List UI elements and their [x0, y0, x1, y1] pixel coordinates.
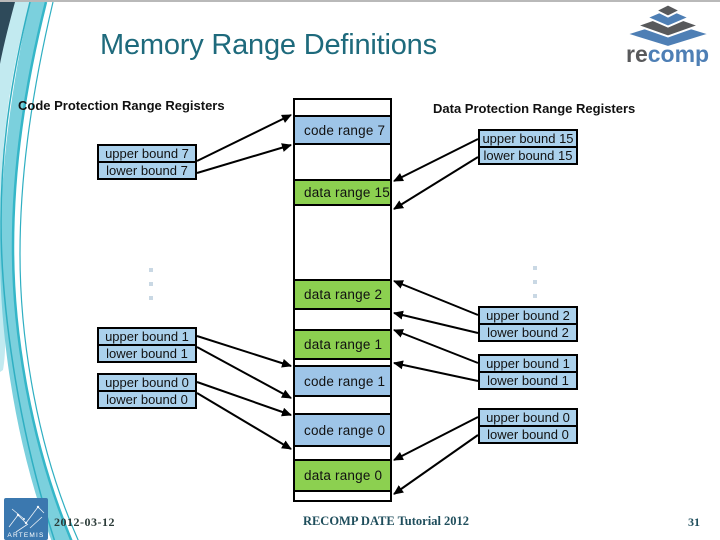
- lower-bound-cell: lower bound 1: [97, 344, 197, 363]
- data-registers-heading: Data Protection Range Registers: [433, 101, 636, 116]
- lower-bound-cell: lower bound 0: [97, 390, 197, 409]
- artemis-label: ARTEMIS: [7, 532, 44, 539]
- brand-re: re: [626, 41, 648, 66]
- memory-row-data-range-0: data range 0: [295, 459, 390, 492]
- memory-gap: [295, 447, 390, 459]
- code-register-1: upper bound 1 lower bound 1: [97, 327, 197, 363]
- recomp-logo: recomp: [622, 4, 714, 66]
- memory-row-data-range-15: data range 15: [295, 179, 390, 206]
- memory-row-data-range-2: data range 2: [295, 279, 390, 310]
- code-register-7: upper bound 7 lower bound 7: [97, 144, 197, 180]
- memory-gap: [295, 206, 390, 279]
- upper-bound-cell: upper bound 7: [97, 144, 197, 163]
- footer-event-title: RECOMP DATE Tutorial 2012: [302, 514, 470, 528]
- data-register-0: upper bound 0 lower bound 0: [478, 408, 578, 444]
- slide-number: 31: [688, 515, 700, 529]
- lower-bound-cell: lower bound 15: [478, 146, 578, 165]
- memory-row-data-range-1: data range 1: [295, 329, 390, 360]
- code-register-0: upper bound 0 lower bound 0: [97, 373, 197, 409]
- data-register-2: upper bound 2 lower bound 2: [478, 306, 578, 342]
- footer-date: 2012-03-12: [54, 515, 115, 529]
- code-registers-heading: Code Protection Range Registers: [18, 98, 225, 113]
- ellipsis-left: [149, 268, 154, 310]
- upper-bound-cell: upper bound 1: [478, 354, 578, 373]
- memory-gap: [295, 397, 390, 413]
- upper-bound-cell: upper bound 15: [478, 129, 578, 148]
- svg-text:recomp: recomp: [626, 41, 709, 66]
- upper-bound-cell: upper bound 1: [97, 327, 197, 346]
- memory-gap: [295, 492, 390, 500]
- memory-gap: [295, 100, 390, 115]
- brand-comp: comp: [648, 41, 709, 66]
- memory-row-code-range-7: code range 7: [295, 115, 390, 145]
- upper-bound-cell: upper bound 0: [478, 408, 578, 427]
- upper-bound-cell: upper bound 0: [97, 373, 197, 392]
- upper-bound-cell: upper bound 2: [478, 306, 578, 325]
- data-register-15: upper bound 15 lower bound 15: [478, 129, 578, 165]
- memory-gap: [295, 310, 390, 329]
- lower-bound-cell: lower bound 7: [97, 161, 197, 180]
- page-title: Memory Range Definitions: [100, 29, 437, 61]
- lower-bound-cell: lower bound 1: [478, 371, 578, 390]
- memory-row-code-range-0: code range 0: [295, 413, 390, 447]
- memory-gap: [295, 145, 390, 179]
- lower-bound-cell: lower bound 0: [478, 425, 578, 444]
- left-swoosh-decoration: [0, 2, 79, 540]
- memory-map-column: code range 7 data range 15 data range 2 …: [293, 98, 392, 502]
- lower-bound-cell: lower bound 2: [478, 323, 578, 342]
- data-register-1: upper bound 1 lower bound 1: [478, 354, 578, 390]
- memory-row-code-range-1: code range 1: [295, 365, 390, 397]
- ellipsis-right: [533, 266, 538, 308]
- artemis-logo: ARTEMIS: [4, 498, 48, 540]
